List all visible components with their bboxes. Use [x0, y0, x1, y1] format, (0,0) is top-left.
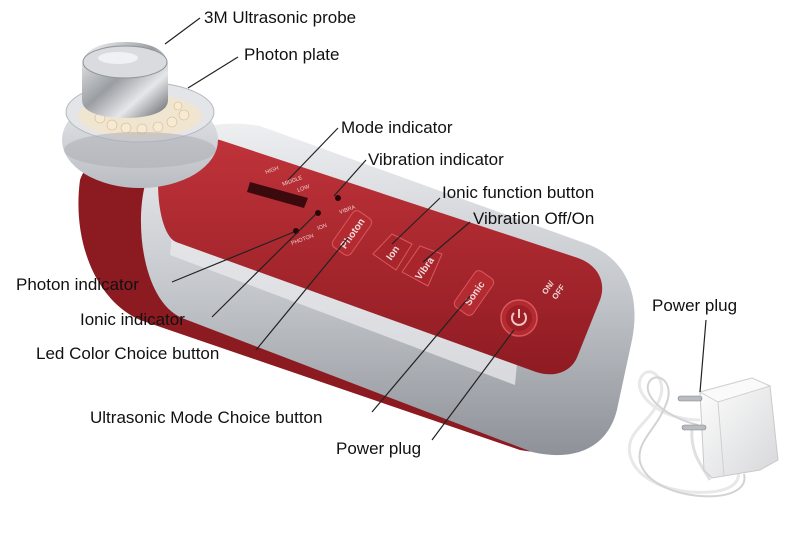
- callout-vibration-off-on: Vibration Off/On: [473, 209, 595, 228]
- label-vibra: VIBRA: [339, 204, 357, 215]
- callout-ionic-function-button: Ionic function button: [442, 183, 595, 202]
- callout-photon-plate: Photon plate: [244, 45, 340, 64]
- callout-probe: 3M Ultrasonic probe: [204, 8, 357, 27]
- label-low: LOW: [297, 184, 312, 194]
- label-high: HIGH: [265, 166, 280, 176]
- vibra-button[interactable]: Vibra: [401, 245, 443, 287]
- vibration-indicator-light: [335, 195, 341, 201]
- mode-indicator-bar: [247, 182, 308, 208]
- ion-button[interactable]: Ion: [372, 233, 413, 271]
- power-adapter: [627, 370, 779, 498]
- ionic-indicator-light: [315, 210, 321, 216]
- callout-ionic-indicator: Ionic indicator: [80, 310, 185, 329]
- power-icon: [511, 312, 527, 326]
- ultrasonic-probe: [82, 42, 168, 118]
- callout-led-color-choice: Led Color Choice button: [36, 344, 220, 363]
- callout-power-plug-bottom: Power plug: [336, 439, 422, 458]
- callout-photon-indicator: Photon indicator: [16, 275, 139, 294]
- callout-vibration-indicator: Vibration indicator: [368, 150, 504, 169]
- label-ion: ION: [317, 223, 328, 232]
- callout-mode-indicator: Mode indicator: [341, 118, 453, 137]
- callout-power-plug-right: Power plug: [652, 296, 738, 315]
- callout-ultrasonic-mode-choice: Ultrasonic Mode Choice button: [90, 408, 323, 427]
- plug-pins: [677, 395, 707, 431]
- leader-lines: [164, 17, 707, 441]
